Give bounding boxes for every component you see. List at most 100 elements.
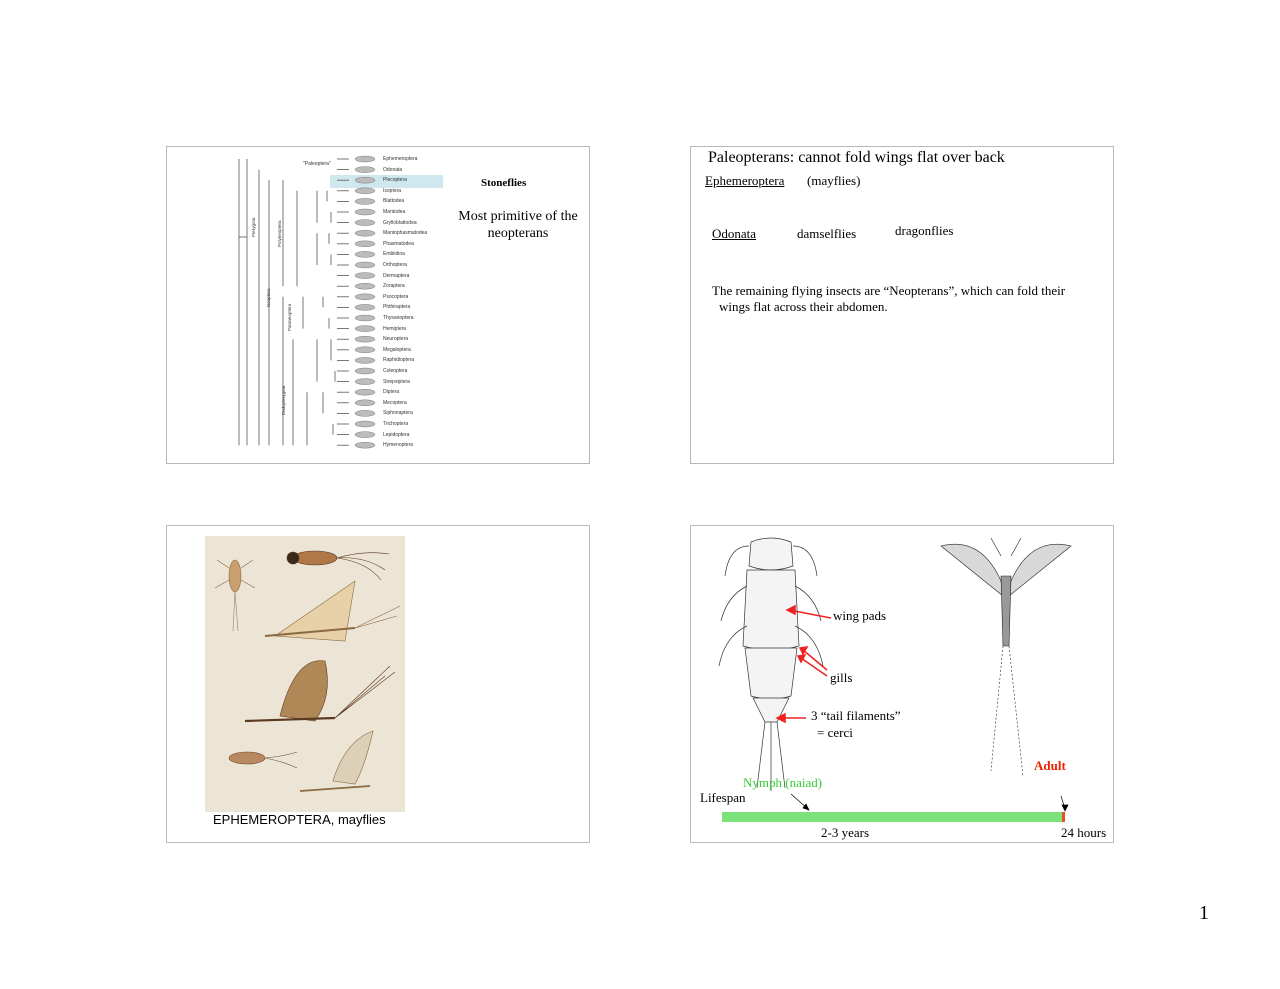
insect-sketch xyxy=(354,198,376,205)
insect-sketch xyxy=(354,388,376,396)
taxon-trichoptera: Trichoptera xyxy=(383,421,409,427)
insect-sketch xyxy=(354,219,376,226)
primitive-note: Most primitive of the neopterans xyxy=(458,209,578,241)
insect-sketch xyxy=(354,325,376,332)
taxon-coleoptera: Coleoptera xyxy=(383,368,408,374)
clade-label-neoptera: Neoptera xyxy=(266,288,271,307)
taxon-psocoptera: Psocoptera xyxy=(383,293,409,300)
slide-paleopterans: Paleopterans: cannot fold wings flat ove… xyxy=(690,146,1114,464)
taxon-mantophasmatodea: Mantophasmatodea xyxy=(383,230,428,237)
insect-sketch xyxy=(354,378,376,385)
taxon-neuroptera: Neuroptera xyxy=(383,336,409,343)
wing-pads-label: wing pads xyxy=(833,608,887,623)
taxon-raphidioptera: Raphidioptera xyxy=(383,357,415,364)
annotation-arrows xyxy=(775,604,832,724)
insect-sketch xyxy=(354,251,376,258)
insect-sketch xyxy=(354,410,376,417)
nymph-lifespan-bar xyxy=(722,812,1062,822)
nymph-drawing xyxy=(718,537,824,791)
stoneflies-label: Stoneflies xyxy=(481,177,527,189)
nymph-label: Nymph (naiad) xyxy=(743,775,823,790)
insect-sketch xyxy=(354,399,376,407)
taxon-hemiptera: Hemiptera xyxy=(383,325,407,332)
taxon-zoraptera: Zoraptera xyxy=(383,283,405,290)
insect-sketch xyxy=(354,335,376,343)
taxon-grylloblattodea: Grylloblattodea xyxy=(383,219,417,226)
mayfly-illustration-plate xyxy=(205,536,405,812)
insect-sketch xyxy=(354,304,376,311)
mayfly-nymph-figure xyxy=(286,550,390,581)
insect-sketch xyxy=(354,155,376,163)
insect-sketch xyxy=(354,261,376,269)
adult-duration: 24 hours xyxy=(1061,825,1107,840)
mayfly-adult-figure xyxy=(244,660,396,723)
insect-sketch xyxy=(354,442,376,449)
taxon-orthoptera: Orthoptera xyxy=(383,262,407,268)
insect-sketch xyxy=(354,431,376,438)
lifespan-label: Lifespan xyxy=(700,790,746,805)
mayfly-nymph-figure xyxy=(228,751,298,769)
taxon-plecoptera: Plecoptera xyxy=(383,177,407,184)
insect-sketch xyxy=(354,240,376,248)
taxon-hymenoptera: Hymenoptera xyxy=(383,442,414,449)
nymph-duration: 2-3 years xyxy=(821,825,870,840)
taxon-siphonaptera: Siphonaptera xyxy=(383,410,413,417)
taxon-ephemeroptera: Ephemeroptera xyxy=(383,156,418,162)
insect-sketch xyxy=(354,208,376,216)
insect-sketch xyxy=(354,314,376,322)
lifecycle-drawings xyxy=(718,537,1072,812)
insect-sketch xyxy=(354,166,376,173)
cerci-label: = cerci xyxy=(817,725,853,740)
neopterans-text-line1: The remaining flying insects are “Neopte… xyxy=(712,283,1066,298)
mayfly-adult-figure xyxy=(299,730,374,792)
mayfly-illustrations xyxy=(214,550,401,792)
adult-lifespan-bar xyxy=(1062,812,1065,822)
odonata-label: Odonata xyxy=(712,226,757,241)
insect-sketch xyxy=(354,177,376,184)
tail-filaments-label: 3 “tail filaments” xyxy=(811,708,901,723)
taxon-mantodea: Mantodea xyxy=(383,209,406,215)
taxon-thysanoptera: Thysanoptera xyxy=(383,315,414,321)
taxon-mecoptera: Mecoptera xyxy=(383,399,407,406)
insect-sketch xyxy=(354,367,376,375)
taxon-isoptera: Isoptera xyxy=(383,187,402,194)
taxon-embiidina: Embiidina xyxy=(383,251,405,258)
insect-sketch xyxy=(354,357,376,364)
mayfly-nymph-figure xyxy=(214,559,256,632)
insect-sketch xyxy=(354,229,376,237)
taxon-megaloptera: Megaloptera xyxy=(383,346,411,353)
taxon-phthiraptera: Phthiraptera xyxy=(383,304,411,311)
paleoptera-label: "Paleoptera" xyxy=(303,161,331,167)
taxon-diptera: Diptera xyxy=(383,389,400,396)
taxon-phasmatodea: Phasmatodea xyxy=(383,240,414,247)
taxon-lepidoptera: Lepidoptera xyxy=(383,431,410,438)
page-number: 1 xyxy=(1199,902,1209,924)
insect-sketch xyxy=(354,420,376,428)
mayfly-adult-figure xyxy=(264,580,401,642)
insect-sketch xyxy=(354,346,376,354)
plate-caption: EPHEMEROPTERA, mayflies xyxy=(213,812,386,827)
adult-label: Adult xyxy=(1034,758,1066,773)
neopterans-text-line2: wings flat across their abdomen. xyxy=(719,299,888,314)
slide-mayfly-plate: EPHEMEROPTERA, mayflies xyxy=(166,525,590,843)
insect-sketch xyxy=(354,282,376,290)
insect-sketch xyxy=(354,272,376,279)
insect-sketch xyxy=(354,293,376,301)
damselflies-label: damselflies xyxy=(797,226,857,241)
taxon-dermaptera: Dermaptera xyxy=(383,272,410,279)
slide-mayfly-lifecycle: wing pads gills 3 “tail filaments” = cer… xyxy=(690,525,1114,843)
ephemeroptera-label: Ephemeroptera xyxy=(705,173,785,188)
mayflies-label: (mayflies) xyxy=(807,173,861,188)
taxon-odonata: Odonata xyxy=(383,166,403,173)
clade-label-paraneoptera: Paraneoptera xyxy=(287,303,292,331)
phylogeny-tree xyxy=(238,155,376,449)
clade-label-polyneoptera: Polyneoptera xyxy=(277,220,282,247)
taxon-strepsiptera: Strepsiptera xyxy=(383,378,410,385)
clade-label-pterygota: Pterygota xyxy=(251,217,256,237)
insect-sketch xyxy=(354,187,376,194)
lifespan-arrows xyxy=(790,793,1069,812)
gills-label: gills xyxy=(830,670,853,685)
clade-label-endopterygota: Endopterygota xyxy=(281,385,286,415)
slide-title: Paleopterans: cannot fold wings flat ove… xyxy=(708,149,1005,166)
